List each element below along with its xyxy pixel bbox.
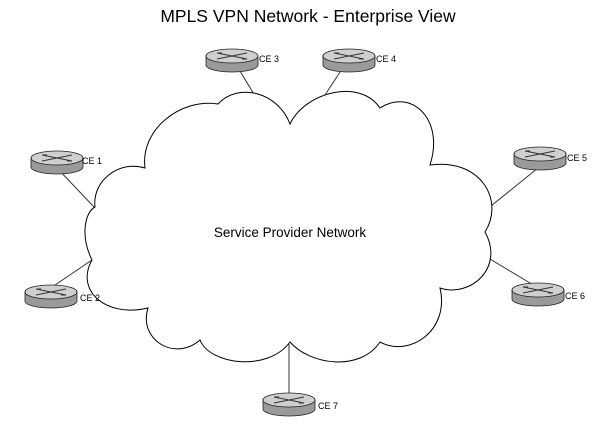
router-icon xyxy=(322,48,376,73)
router-ce4-label: CE 4 xyxy=(376,54,396,64)
router-icon xyxy=(513,146,567,171)
router-icon xyxy=(30,150,84,175)
router-icon xyxy=(511,282,565,307)
router-ce7-label: CE 7 xyxy=(318,401,338,411)
router-icon xyxy=(262,392,316,417)
link-ce2-cloud xyxy=(54,259,93,286)
router-icon xyxy=(24,284,78,309)
router-ce5 xyxy=(513,146,567,171)
service-provider-cloud xyxy=(84,91,493,363)
router-ce4 xyxy=(322,48,376,73)
router-icon xyxy=(205,48,259,73)
router-ce2-label: CE 2 xyxy=(80,293,100,303)
link-ce6-cloud xyxy=(484,255,536,287)
diagram-title: MPLS VPN Network - Enterprise View xyxy=(160,6,456,26)
router-ce1-label: CE 1 xyxy=(82,156,102,166)
cloud-label: Service Provider Network xyxy=(214,225,367,240)
router-ce6 xyxy=(511,282,565,307)
router-ce7 xyxy=(262,392,316,417)
link-ce1-cloud xyxy=(56,167,95,208)
link-ce5-cloud xyxy=(485,167,539,211)
router-ce2 xyxy=(24,284,78,309)
router-ce3 xyxy=(205,48,259,73)
router-ce5-label: CE 5 xyxy=(567,153,587,163)
router-ce1 xyxy=(30,150,84,175)
router-ce6-label: CE 6 xyxy=(565,291,585,301)
router-ce3-label: CE 3 xyxy=(259,54,279,64)
